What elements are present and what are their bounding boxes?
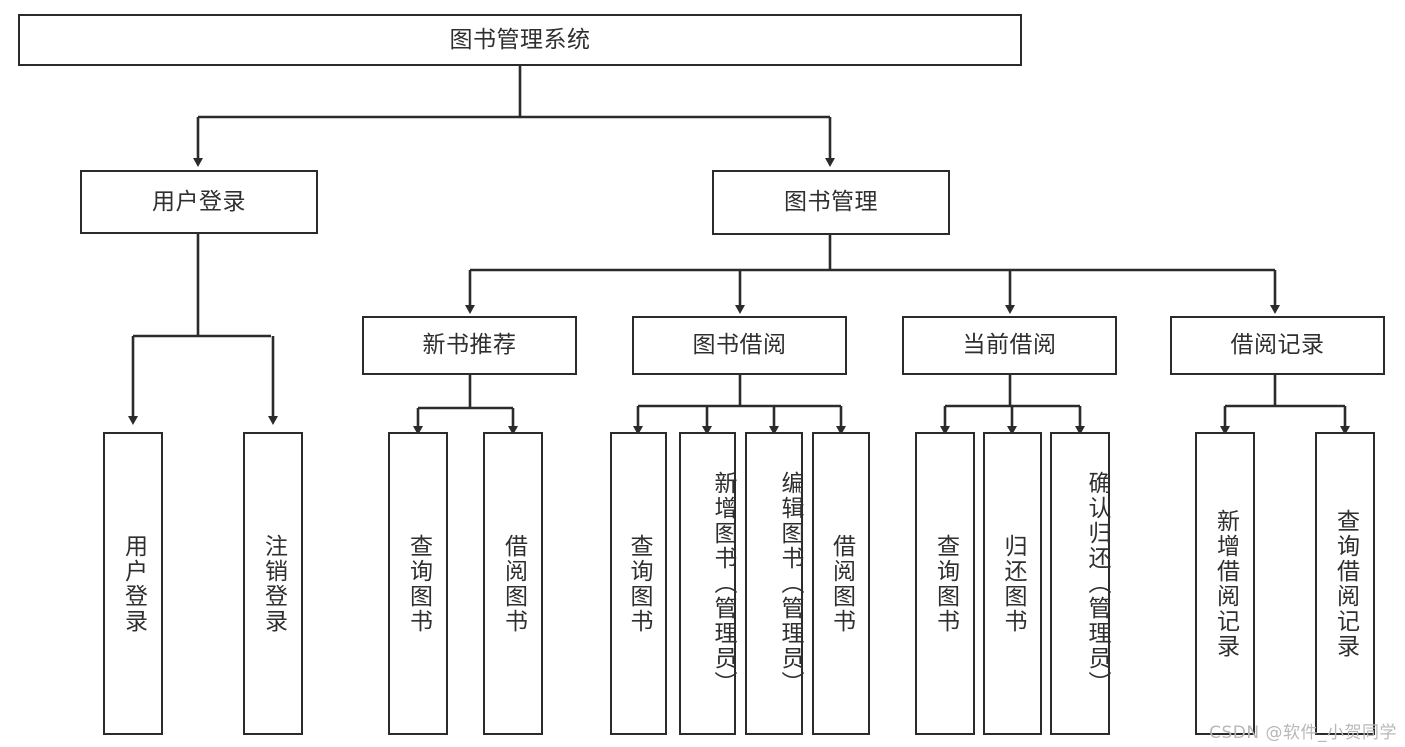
node-user-login[interactable]: 用户登录	[80, 170, 318, 234]
node-user-login-label: 用户登录	[152, 188, 246, 215]
node-book-manage-label: 图书管理	[784, 189, 878, 215]
node-leaf-user-login-label: 用户登录	[120, 533, 147, 634]
node-borrow-record-label: 借阅记录	[1230, 332, 1325, 358]
node-leaf-add-book-label: 新增图书（管理员）	[710, 471, 736, 696]
node-borrow-record[interactable]: 借阅记录	[1170, 316, 1385, 375]
node-leaf-add-borrow-record[interactable]: 新增借阅记录	[1195, 432, 1255, 735]
node-leaf-add-borrow-record-label: 新增借阅记录	[1212, 508, 1239, 659]
node-leaf-query-book-borrow-label: 查询图书	[626, 533, 652, 634]
node-leaf-logout-label: 注销登录	[260, 533, 287, 634]
node-book-manage[interactable]: 图书管理	[712, 170, 950, 235]
node-leaf-logout[interactable]: 注销登录	[243, 432, 303, 735]
node-leaf-query-book-current[interactable]: 查询图书	[915, 432, 975, 735]
node-leaf-query-borrow-record[interactable]: 查询借阅记录	[1315, 432, 1375, 735]
node-leaf-borrow-book-label: 借阅图书	[828, 533, 855, 634]
node-leaf-return-book-label: 归还图书	[1000, 533, 1026, 634]
node-root-label: 图书管理系统	[449, 26, 591, 53]
node-new-book-recommend[interactable]: 新书推荐	[362, 316, 577, 375]
node-leaf-borrow-book-recommend[interactable]: 借阅图书	[483, 432, 543, 735]
node-leaf-add-book[interactable]: 新增图书（管理员）	[679, 432, 736, 735]
watermark-text: CSDN @软件_小贺同学	[1209, 723, 1397, 743]
node-current-borrow-label: 当前借阅	[962, 332, 1057, 358]
node-leaf-query-book-borrow[interactable]: 查询图书	[610, 432, 667, 735]
node-leaf-borrow-book[interactable]: 借阅图书	[812, 432, 870, 735]
node-leaf-query-book-recommend-label: 查询图书	[405, 533, 432, 634]
node-leaf-confirm-return[interactable]: 确认归还（管理员）	[1050, 432, 1110, 735]
node-leaf-edit-book[interactable]: 编辑图书（管理员）	[745, 432, 803, 735]
node-leaf-user-login[interactable]: 用户登录	[103, 432, 163, 735]
node-leaf-confirm-return-label: 确认归还（管理员）	[1084, 471, 1110, 696]
node-book-borrow-label: 图书借阅	[692, 332, 787, 358]
node-leaf-return-book[interactable]: 归还图书	[983, 432, 1042, 735]
node-new-book-recommend-label: 新书推荐	[422, 332, 517, 358]
node-leaf-borrow-book-recommend-label: 借阅图书	[500, 533, 527, 634]
node-root[interactable]: 图书管理系统	[18, 14, 1022, 66]
node-book-borrow[interactable]: 图书借阅	[632, 316, 847, 375]
node-current-borrow[interactable]: 当前借阅	[902, 316, 1117, 375]
node-leaf-edit-book-label: 编辑图书（管理员）	[777, 471, 803, 696]
node-leaf-query-book-recommend[interactable]: 查询图书	[388, 432, 448, 735]
node-leaf-query-borrow-record-label: 查询借阅记录	[1332, 508, 1359, 659]
node-leaf-query-book-current-label: 查询图书	[932, 533, 959, 634]
